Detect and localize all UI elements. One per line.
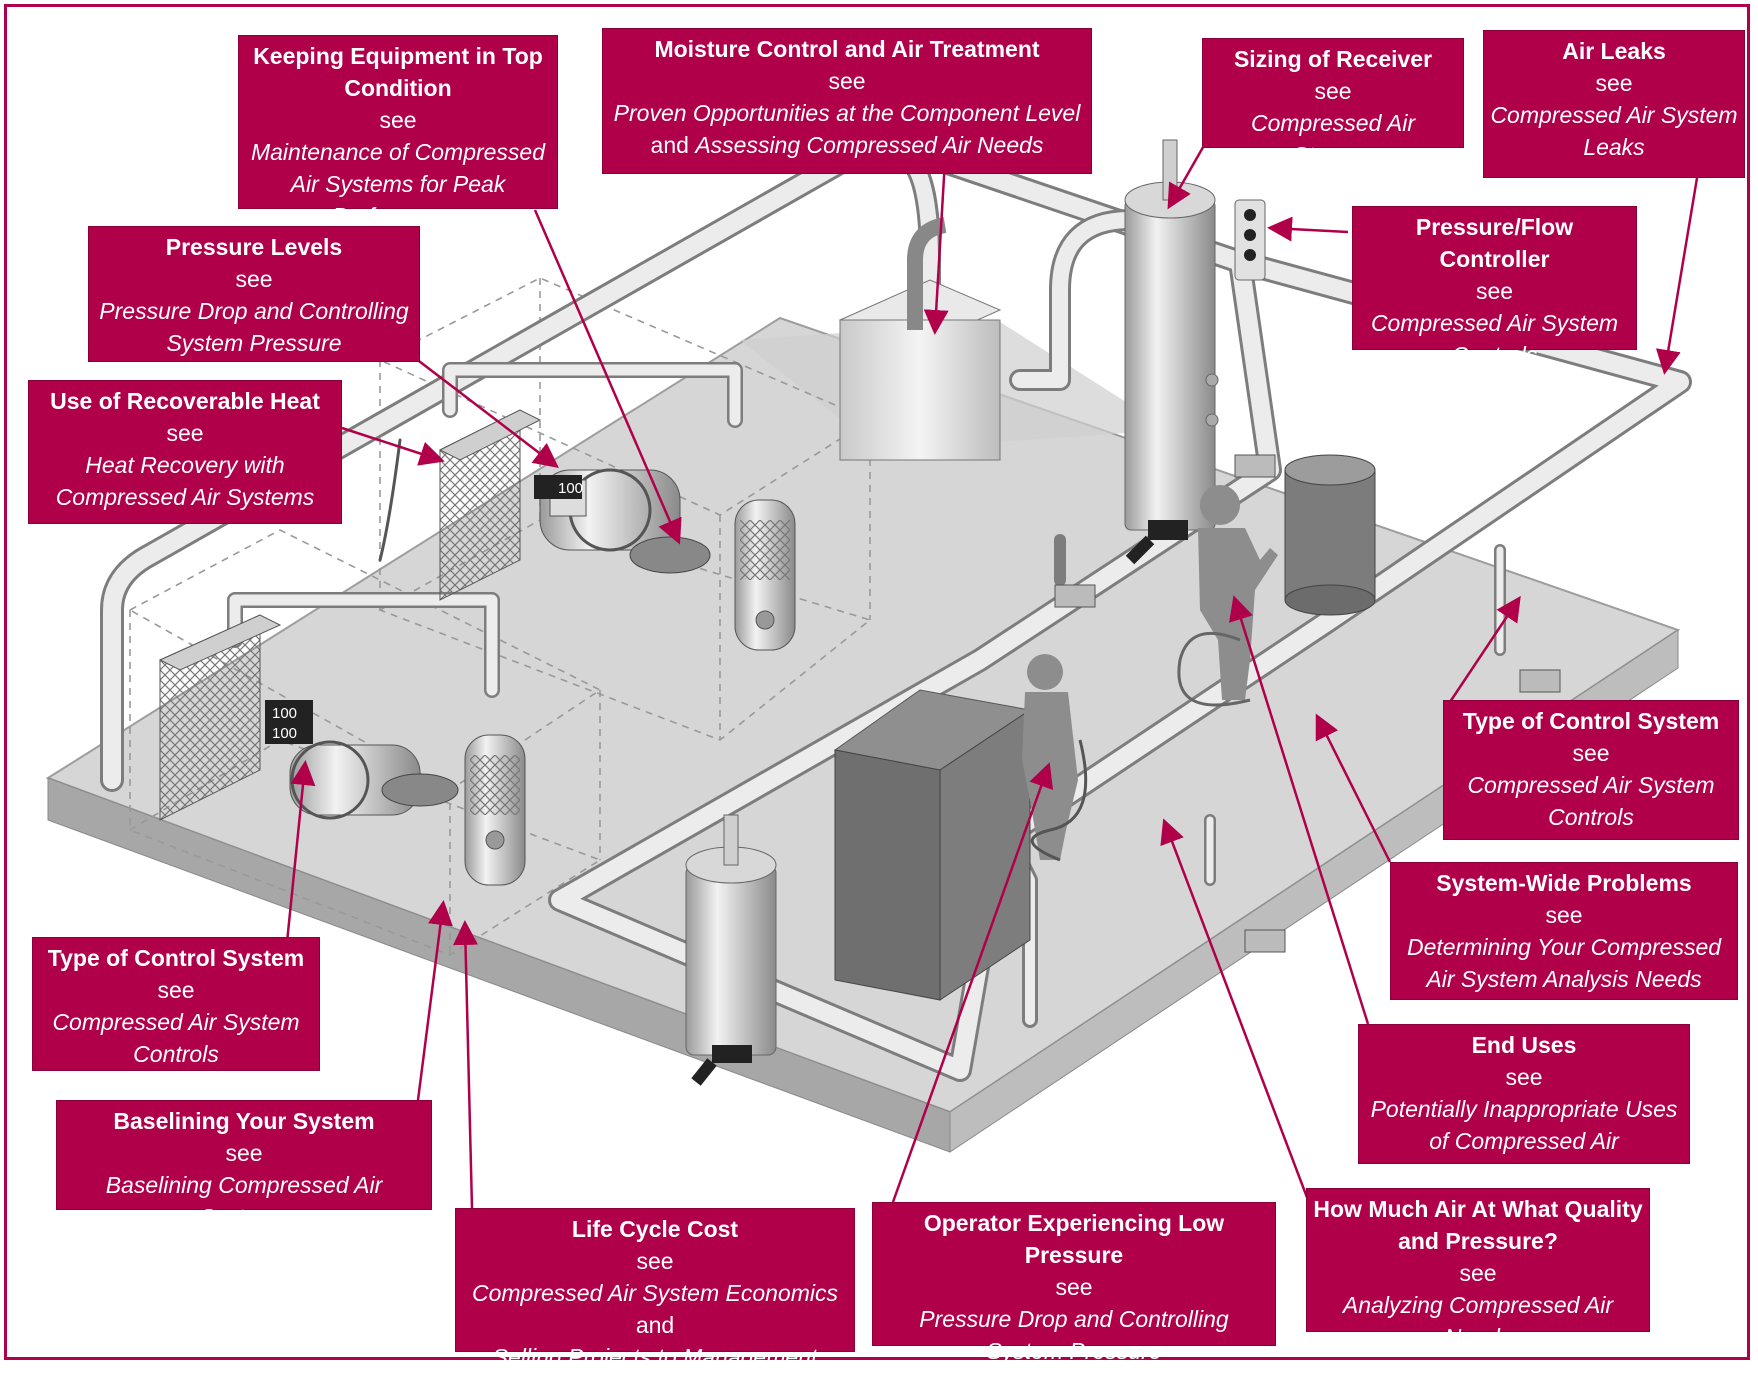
callout-title: Air Leaks [1562, 38, 1666, 64]
callout-see: see [828, 68, 866, 94]
callout-title: Type of Control System [47, 945, 305, 971]
callout-title: Use of Recoverable Heat [50, 388, 320, 414]
callout-reference: Compressed Air System Leaks [1490, 102, 1738, 160]
secondary-receiver-tank [685, 814, 777, 1086]
callout-title: System-Wide Problems [1436, 870, 1692, 896]
callout-title: Operator Experiencing Low Pressure [923, 1210, 1225, 1268]
callout-joiner: and [635, 1312, 675, 1338]
callout-pressure-levels: Pressure Levels see Pressure Drop and Co… [88, 226, 420, 362]
callout-see: see [1314, 78, 1352, 104]
callout-reference: Analyzing Compressed Air Needs [1342, 1292, 1614, 1350]
air-hose [1030, 739, 1088, 862]
callout-reference: Compressed Air System Economics [472, 1280, 838, 1306]
callout-how-much-air: How Much Air At What Quality and Pressur… [1306, 1188, 1650, 1350]
callout-title: Baselining Your System [113, 1108, 375, 1134]
callout-reference: Pressure Drop and Controlling System Pre… [919, 1306, 1229, 1364]
callout-see: see [636, 1248, 674, 1274]
callout-operator-low-pressure: Operator Experiencing Low Pressure see P… [872, 1202, 1276, 1364]
callout-see: see [379, 107, 417, 133]
callout-see: see [1459, 1260, 1497, 1286]
callout-end-uses: End Uses see Potentially Inappropriate U… [1358, 1024, 1690, 1164]
callout-recoverable-heat: Use of Recoverable Heat see Heat Recover… [28, 380, 342, 524]
callout-reference: Pressure Drop and Controlling System Pre… [99, 298, 409, 356]
gauge-lower-b: 100 [272, 725, 297, 742]
callout-see: see [225, 1140, 263, 1166]
callout-air-leaks: Air Leaks see Compressed Air System Leak… [1483, 30, 1745, 178]
callout-moisture-control: Moisture Control and Air Treatment see P… [602, 28, 1092, 174]
callout-see: see [166, 420, 204, 446]
callout-see: see [157, 977, 195, 1003]
callout-title: Pressure/Flow Controller [1415, 214, 1574, 272]
storage-cabinet [833, 689, 1032, 1001]
callout-see: see [1475, 278, 1514, 304]
callout-reference: Compressed Air Storage [1250, 110, 1416, 168]
callout-control-system-left: Type of Control System see Compressed Ai… [32, 937, 320, 1071]
callout-reference: Assessing Compressed Air Needs [695, 132, 1044, 158]
callout-see: see [1545, 902, 1583, 928]
gauge-upper: 100 [558, 480, 583, 497]
callout-title: Life Cycle Cost [571, 1216, 739, 1242]
callout-keeping-equipment: Keeping Equipment in Top Condition see M… [238, 35, 558, 229]
callout-reference: Potentially Inappropriate Uses of Compre… [1370, 1096, 1678, 1154]
callout-sizing-receiver: Sizing of Receiver see Compressed Air St… [1202, 38, 1464, 168]
gauge-lower-a: 100 [272, 705, 297, 722]
callout-reference: Compressed Air System Controls [1370, 310, 1619, 368]
callout-pressure-flow-controller: Pressure/Flow Controller see Compressed … [1352, 206, 1637, 368]
callout-title: Moisture Control and Air Treatment [654, 36, 1040, 62]
callout-baselining: Baselining Your System see Baselining Co… [56, 1100, 432, 1230]
callout-reference: Proven Opportunities at the Component Le… [613, 100, 1081, 126]
callout-reference: Maintenance of Compressed Air Systems fo… [250, 139, 546, 229]
callout-leaders [283, 134, 1702, 1209]
storage-drum [1284, 454, 1376, 616]
callout-joiner: and [650, 132, 689, 158]
callout-title: How Much Air At What Quality and Pressur… [1313, 1196, 1643, 1254]
callout-reference: Baselining Compressed Air Systems [105, 1172, 383, 1230]
callout-title: Sizing of Receiver [1233, 46, 1433, 72]
callout-see: see [1055, 1274, 1093, 1300]
air-dryer [838, 217, 1002, 461]
callout-see: see [1572, 740, 1610, 766]
callout-reference: Compressed Air System Controls [1467, 772, 1715, 830]
callout-see: see [1505, 1064, 1543, 1090]
compressor-upper: 100 [438, 409, 796, 651]
callout-see: see [1595, 70, 1633, 96]
callout-title: Pressure Levels [165, 234, 343, 260]
callout-system-wide-problems: System-Wide Problems see Determining You… [1390, 862, 1738, 1000]
callout-reference: Compressed Air System Controls [52, 1009, 300, 1067]
callout-reference: Heat Recovery with Compressed Air System… [55, 452, 315, 510]
callout-life-cycle-cost: Life Cycle Cost see Compressed Air Syste… [455, 1208, 855, 1370]
callout-control-system-right: Type of Control System see Compressed Ai… [1443, 700, 1739, 840]
pipe-network [100, 128, 1692, 1082]
compressor-room-lower [128, 529, 602, 956]
callout-title: Type of Control System [1462, 708, 1720, 734]
pressure-flow-controller [1234, 199, 1266, 281]
callout-reference: Determining Your Compressed Air System A… [1406, 934, 1722, 992]
point-of-use-fittings [1054, 454, 1561, 953]
callout-reference: Selling Projects to Management [492, 1344, 818, 1370]
callout-title: Keeping Equipment in Top Condition [253, 43, 543, 101]
callout-see: see [235, 266, 273, 292]
compressor-lower: 100 100 [158, 614, 526, 886]
callout-title: End Uses [1471, 1032, 1577, 1058]
